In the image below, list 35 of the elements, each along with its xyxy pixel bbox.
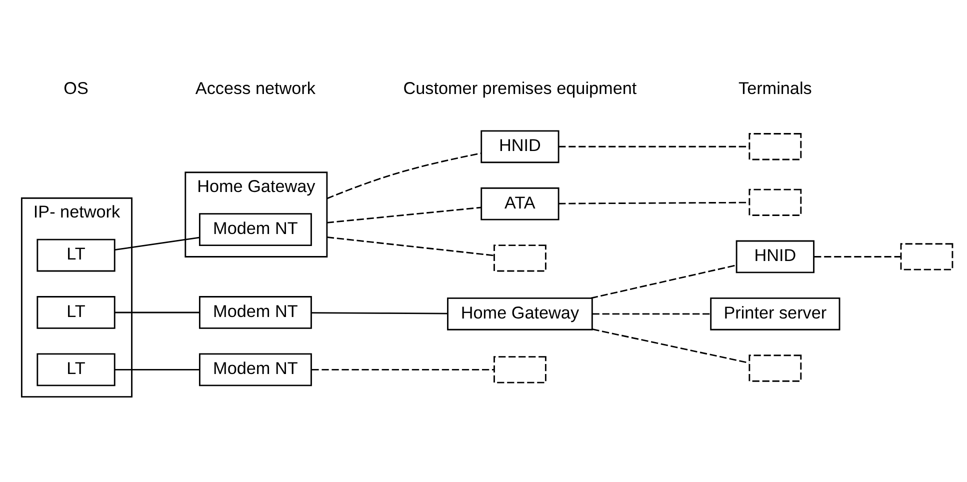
node-box [748, 133, 802, 160]
connector [592, 328, 750, 364]
node-box: HNID [480, 130, 560, 164]
node-box: Home Gateway [447, 297, 593, 330]
label: Customer premises equipment [403, 78, 637, 98]
node-box: ATA [480, 187, 560, 220]
node-box: LT [36, 296, 116, 329]
node-box: Modem NT [198, 353, 312, 386]
label: Access network [195, 78, 316, 98]
node-box: LT [36, 238, 116, 272]
connector [814, 256, 901, 258]
connector [114, 368, 200, 370]
connector [326, 236, 494, 256]
node-box [900, 243, 954, 270]
connector [312, 312, 448, 314]
connector [326, 152, 482, 200]
label: Terminals [738, 78, 812, 98]
connector [114, 312, 200, 314]
connector [312, 368, 494, 370]
label: OS [64, 78, 88, 98]
node-box [748, 188, 802, 216]
node-box [494, 356, 546, 384]
node-box [494, 244, 546, 272]
node-box: Modem NT [198, 296, 312, 329]
connector [592, 313, 711, 315]
node-box: Printer server [710, 297, 840, 330]
node-box [748, 354, 802, 382]
connector [326, 206, 482, 224]
node-box: LT [36, 353, 116, 386]
connector [558, 202, 750, 204]
node-box: HNID [736, 240, 814, 274]
node-box: Modem NT [198, 213, 312, 246]
connector [114, 236, 200, 251]
connector [590, 264, 736, 299]
connector [558, 146, 750, 148]
